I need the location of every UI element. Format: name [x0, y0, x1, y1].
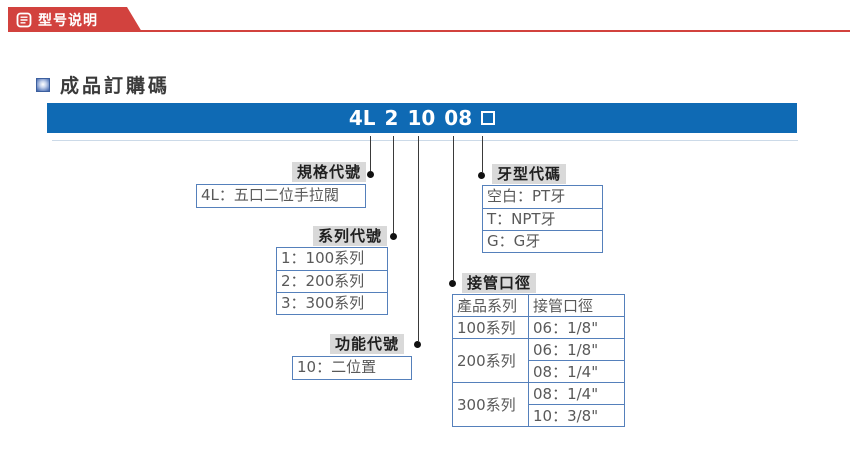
label-series-code: 系列代號: [312, 226, 387, 246]
table-row: 300系列 08：1/4": [452, 382, 625, 427]
table-cell: 08：1/4": [528, 360, 625, 383]
connector-dot-function: [414, 341, 421, 348]
list-item: G：G牙: [483, 230, 602, 252]
list-item: 4L：五口二位手拉閥: [201, 186, 339, 204]
list-item: 10：二位置: [297, 358, 377, 376]
label-port-size: 接管口徑: [462, 273, 537, 293]
connector-thread: [482, 136, 483, 172]
blue-square-bullet-icon: [36, 77, 50, 92]
spec-code-box: 4L：五口二位手拉閥: [196, 184, 366, 208]
label-spec-code: 規格代號: [291, 162, 366, 182]
table-header-cell: 接管口徑: [528, 294, 625, 317]
list-item: 3：300系列: [277, 292, 387, 314]
code-segment-series: 2: [384, 106, 399, 130]
section-heading: 成品訂購碼: [36, 71, 170, 98]
table-cell: 06：1/8": [528, 316, 625, 339]
port-size-table: 產品系列 接管口徑 100系列 06：1/8" 200系列 06：1/8" 08…: [452, 294, 625, 427]
header-rule: [8, 30, 850, 32]
list-item: 2：200系列: [277, 270, 387, 292]
label-function-code: 功能代號: [329, 334, 404, 354]
ordering-code-banner: 4L 2 10 08: [47, 103, 797, 133]
table-row: 200系列 06：1/8": [452, 338, 625, 383]
code-segment-function: 10: [407, 106, 436, 130]
connector-spec: [370, 136, 371, 171]
table-row: 100系列 06：1/8": [452, 316, 625, 339]
code-segment-spec: 4L: [348, 106, 376, 130]
connector-dot-series: [390, 233, 397, 240]
table-row: 08：1/4": [453, 360, 625, 383]
connector-port: [453, 136, 454, 280]
table-cell: 10：3/8": [528, 404, 625, 427]
list-item: 空白：PT牙: [487, 187, 566, 205]
connector-dot-thread: [478, 172, 485, 179]
table-cell: 100系列: [452, 316, 529, 339]
connector-dot-spec: [367, 171, 374, 178]
table-header-cell: 產品系列: [452, 294, 529, 317]
list-item: 1：100系列: [281, 249, 365, 267]
section-title: 成品訂購碼: [60, 75, 171, 97]
connector-series: [393, 136, 394, 233]
page-header-tab: 型号说明: [8, 7, 142, 32]
table-cell: 200系列: [452, 338, 529, 383]
table-header-row: 產品系列 接管口徑: [452, 294, 625, 317]
code-segment-port: 08: [444, 106, 473, 130]
table-cell: 08：1/4": [528, 382, 625, 405]
banner-shadow-line: [52, 140, 798, 141]
label-thread-code: 牙型代碼: [492, 164, 567, 184]
function-code-box: 10：二位置: [292, 356, 412, 380]
list-item: T：NPT牙: [483, 208, 602, 230]
document-lines-icon: [16, 12, 32, 27]
table-cell: 300系列: [452, 382, 529, 427]
page-header-title: 型号说明: [38, 12, 98, 29]
table-row: 10：3/8": [453, 404, 625, 427]
thread-code-box: 空白：PT牙 T：NPT牙 G：G牙: [482, 185, 603, 253]
connector-function: [418, 136, 419, 341]
code-placeholder-square: [481, 111, 496, 125]
connector-dot-port: [449, 280, 456, 287]
series-code-box: 1：100系列 2：200系列 3：300系列: [276, 247, 388, 315]
table-cell: 06：1/8": [528, 338, 625, 361]
